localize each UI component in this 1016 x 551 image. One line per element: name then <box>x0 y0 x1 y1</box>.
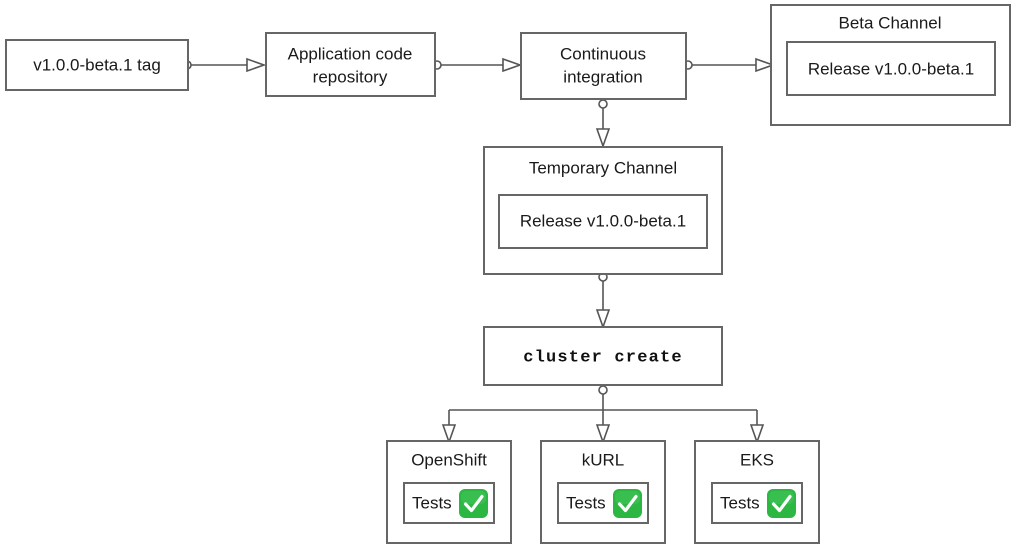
green-check-icon <box>613 489 642 518</box>
continuous-integration-label-line1: Continuous <box>560 44 646 63</box>
container-openshift[interactable]: OpenShift Tests <box>386 440 512 544</box>
temporary-channel-release-box[interactable]: Release v1.0.0-beta.1 <box>498 194 708 249</box>
node-application-code-repository[interactable]: Application code repository <box>265 32 436 97</box>
beta-channel-release-label: Release v1.0.0-beta.1 <box>808 59 974 78</box>
beta-channel-release-box[interactable]: Release v1.0.0-beta.1 <box>786 41 996 96</box>
eks-tests-label: Tests <box>720 493 760 512</box>
green-check-icon <box>767 489 796 518</box>
openshift-tests-label: Tests <box>412 493 452 512</box>
eks-title: EKS <box>740 450 774 469</box>
kurl-tests-box[interactable]: Tests <box>557 482 649 524</box>
edge-temporary-channel-to-cluster-create <box>595 272 611 330</box>
edge-cluster-create-branches <box>441 385 765 445</box>
green-check-icon <box>459 489 488 518</box>
beta-channel-title: Beta Channel <box>838 13 941 32</box>
node-cluster-create[interactable]: cluster create <box>483 326 723 386</box>
continuous-integration-label-line2: integration <box>563 67 642 86</box>
kurl-title: kURL <box>582 450 625 469</box>
cluster-create-label: cluster create <box>523 348 683 367</box>
container-kurl[interactable]: kURL Tests <box>540 440 666 544</box>
edge-repo-to-ci <box>432 57 523 73</box>
application-code-repository-label-line1: Application code <box>288 44 413 63</box>
container-temporary-channel[interactable]: Temporary Channel Release v1.0.0-beta.1 <box>483 146 723 275</box>
kurl-tests-label: Tests <box>566 493 606 512</box>
openshift-tests-box[interactable]: Tests <box>403 482 495 524</box>
temporary-channel-title: Temporary Channel <box>529 158 677 177</box>
application-code-repository-label-line2: repository <box>313 67 388 86</box>
temporary-channel-release-label: Release v1.0.0-beta.1 <box>520 211 686 230</box>
node-continuous-integration[interactable]: Continuous integration <box>520 32 687 100</box>
edge-tag-to-repo <box>182 57 267 73</box>
openshift-title: OpenShift <box>411 450 487 469</box>
node-version-tag[interactable]: v1.0.0-beta.1 tag <box>5 39 189 91</box>
container-eks[interactable]: EKS Tests <box>694 440 820 544</box>
edge-ci-to-beta-channel <box>683 57 776 73</box>
container-beta-channel[interactable]: Beta Channel Release v1.0.0-beta.1 <box>770 4 1011 126</box>
edge-ci-to-temporary-channel <box>595 99 611 149</box>
eks-tests-box[interactable]: Tests <box>711 482 803 524</box>
version-tag-label: v1.0.0-beta.1 tag <box>33 55 161 74</box>
